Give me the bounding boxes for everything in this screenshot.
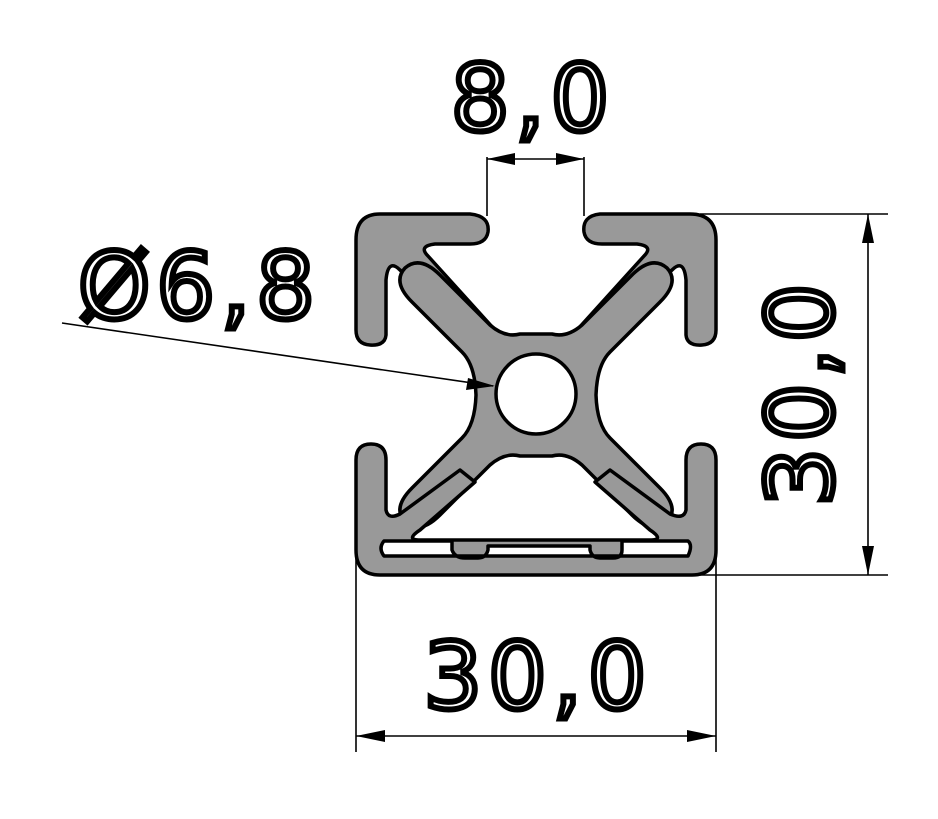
width-arrow-left	[356, 730, 385, 742]
aluminium-profile	[354, 212, 718, 577]
slot-width-label: 8,0	[451, 45, 615, 152]
slot-arrow-right	[556, 153, 584, 165]
slot-arrow-left	[487, 153, 515, 165]
bore-diameter-label: Ø6,8	[78, 233, 321, 340]
bore-arrow	[466, 378, 495, 390]
dimension-height: 30,0	[700, 213, 888, 576]
dimension-width: 30,0	[355, 550, 717, 752]
profile-bottom-slot	[379, 539, 693, 560]
dimension-slot-width: 8,0	[448, 42, 615, 216]
dimension-bore-diameter: Ø6,8	[61, 230, 495, 390]
width-arrow-right	[687, 730, 716, 742]
width-label: 30,0	[424, 623, 653, 730]
height-arrow-bottom	[862, 546, 874, 575]
height-label: 30,0	[747, 278, 854, 507]
central-bore	[494, 352, 578, 436]
height-arrow-top	[862, 214, 874, 243]
bore-leader-line	[61, 322, 494, 387]
